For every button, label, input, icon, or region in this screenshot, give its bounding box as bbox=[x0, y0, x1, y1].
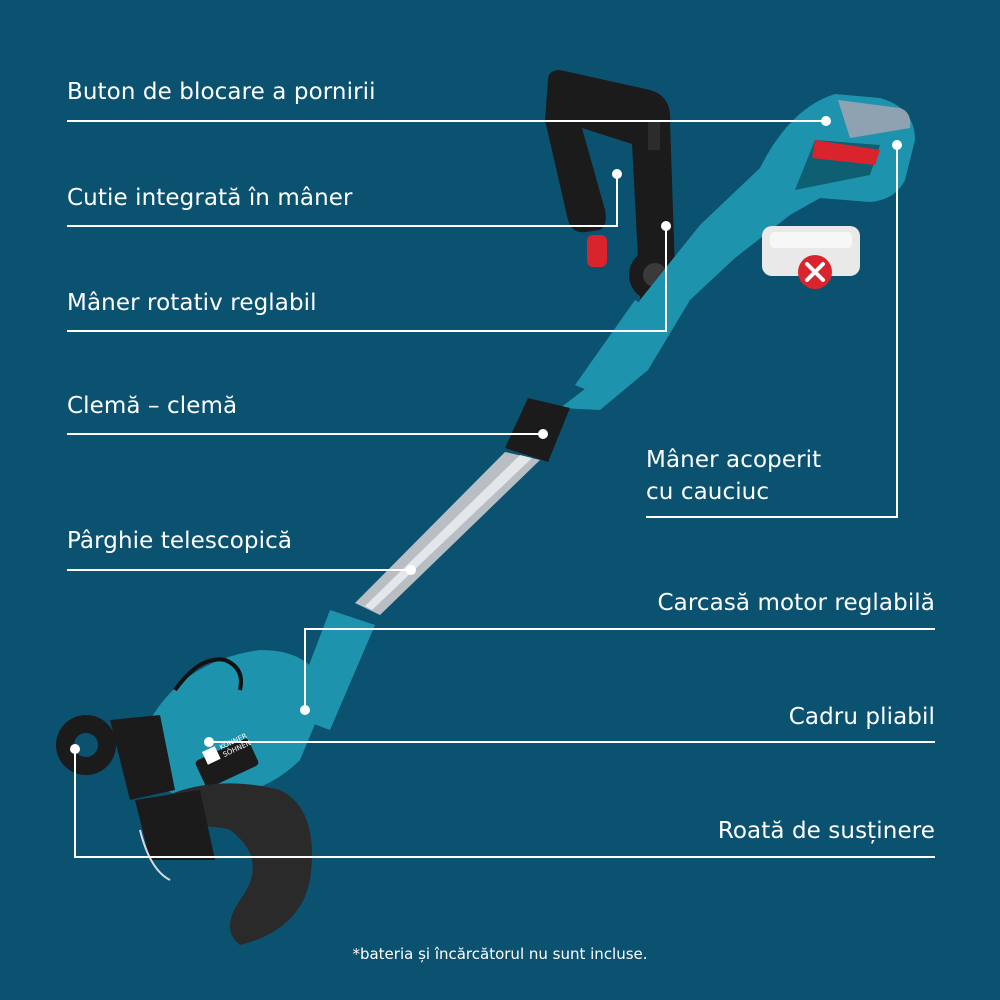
red-trigger bbox=[587, 235, 607, 267]
dot-rubber-grip bbox=[892, 140, 902, 150]
clamp-collar bbox=[505, 398, 570, 462]
dot-motor-housing bbox=[300, 705, 310, 715]
dot-support-wheel bbox=[70, 744, 80, 754]
callout-dots bbox=[70, 116, 902, 754]
callout-support-wheel: Roată de susținere bbox=[717, 818, 935, 844]
callout-line-support-wheel bbox=[74, 749, 935, 858]
callout-telescopic-lever: Pârghie telescopică bbox=[67, 528, 293, 554]
upper-tube bbox=[575, 300, 665, 400]
dot-telescopic bbox=[406, 565, 416, 575]
trimmer-line bbox=[139, 829, 171, 881]
callout-line-rotating-handle bbox=[67, 226, 667, 332]
pole-highlight bbox=[365, 455, 532, 610]
brand-logo-mark bbox=[202, 746, 221, 765]
dot-start-lock bbox=[821, 116, 831, 126]
red-trigger-strip bbox=[812, 140, 880, 165]
guard-wire bbox=[173, 657, 243, 692]
wheel-arm bbox=[110, 715, 175, 800]
callout-line-rubber-grip bbox=[646, 145, 898, 518]
callout-lines bbox=[67, 120, 935, 858]
battery-top bbox=[770, 232, 852, 248]
callout-line-motor-housing bbox=[304, 628, 935, 710]
dot-folding-frame bbox=[204, 737, 214, 747]
handle-slot bbox=[648, 120, 660, 150]
callout-line-handle-box bbox=[67, 174, 618, 227]
front-handle bbox=[545, 70, 676, 312]
brand-plate bbox=[195, 738, 259, 788]
motor-housing bbox=[148, 650, 325, 800]
support-wheel-hub bbox=[74, 733, 98, 757]
dot-clamp bbox=[538, 429, 548, 439]
dot-rotating-handle bbox=[661, 221, 671, 231]
close-icon bbox=[805, 262, 825, 282]
callout-adjustable-motor-housing: Carcasă motor reglabilă bbox=[657, 590, 935, 616]
callout-folding-frame: Cadru pliabil bbox=[788, 704, 935, 730]
callout-rubber-grip-line2: cu cauciuc bbox=[646, 479, 770, 505]
callout-start-lock-button: Buton de blocare a pornirii bbox=[67, 79, 376, 105]
callout-integrated-handle-box: Cutie integrată în mâner bbox=[67, 185, 353, 211]
callout-adjustable-rotating-handle: Mâner rotativ reglabil bbox=[67, 290, 317, 316]
dot-handle-box bbox=[612, 169, 622, 179]
callout-clamp: Clemă – clemă bbox=[67, 393, 238, 419]
spool-head bbox=[135, 790, 215, 860]
footnote: *bateria și încărcătorul nu sunt incluse… bbox=[352, 945, 648, 963]
battery-cover bbox=[838, 100, 911, 138]
callout-rubber-grip-line1: Mâner acoperit bbox=[646, 447, 822, 473]
